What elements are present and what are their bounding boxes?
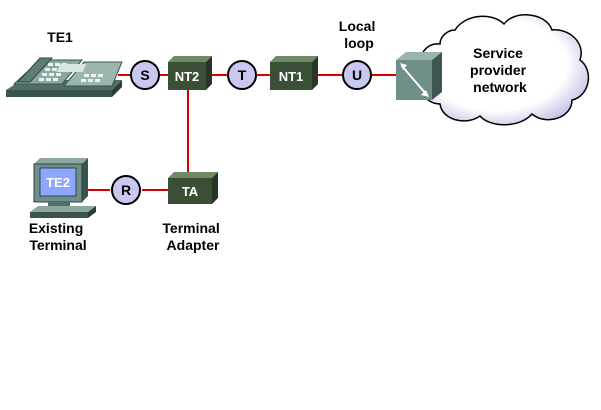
nt2-label: NT2 [175,69,200,84]
phone-icon [6,57,123,97]
local-loop-label: Local loop [339,18,379,51]
existing-terminal-line2: Terminal [29,237,86,253]
ta-label: TA [182,184,199,199]
local-loop-label-line2: loop [344,35,374,51]
nt2-device: NT2 [168,56,212,90]
computer-icon [30,158,96,218]
switch-icon [396,52,442,100]
service-provider-network-label: Service provider network [470,45,530,95]
local-loop-label-line1: Local [339,18,376,34]
service-provider-line3: network [473,79,527,95]
reference-point-r: R [111,175,141,205]
reference-point-t: T [227,60,257,90]
reference-point-u-label: U [352,67,362,83]
service-provider-line2: provider [470,62,527,78]
terminal-adapter-label: Terminal Adapter [162,220,223,253]
te1-label: TE1 [47,29,73,45]
existing-terminal-label: Existing Terminal [29,220,87,253]
reference-point-t-label: T [238,67,247,83]
nt1-device: NT1 [270,56,318,90]
te2-label: TE2 [46,175,70,190]
reference-point-s-label: S [140,67,149,83]
reference-point-s: S [130,60,160,90]
terminal-adapter-line1: Terminal [162,220,219,236]
service-provider-line1: Service [473,45,523,61]
reference-point-u: U [342,60,372,90]
connection-lines [86,74,396,191]
nt1-label: NT1 [279,69,304,84]
reference-point-r-label: R [121,182,131,198]
ta-device: TA [168,172,218,204]
terminal-adapter-line2: Adapter [167,237,220,253]
existing-terminal-line1: Existing [29,220,83,236]
